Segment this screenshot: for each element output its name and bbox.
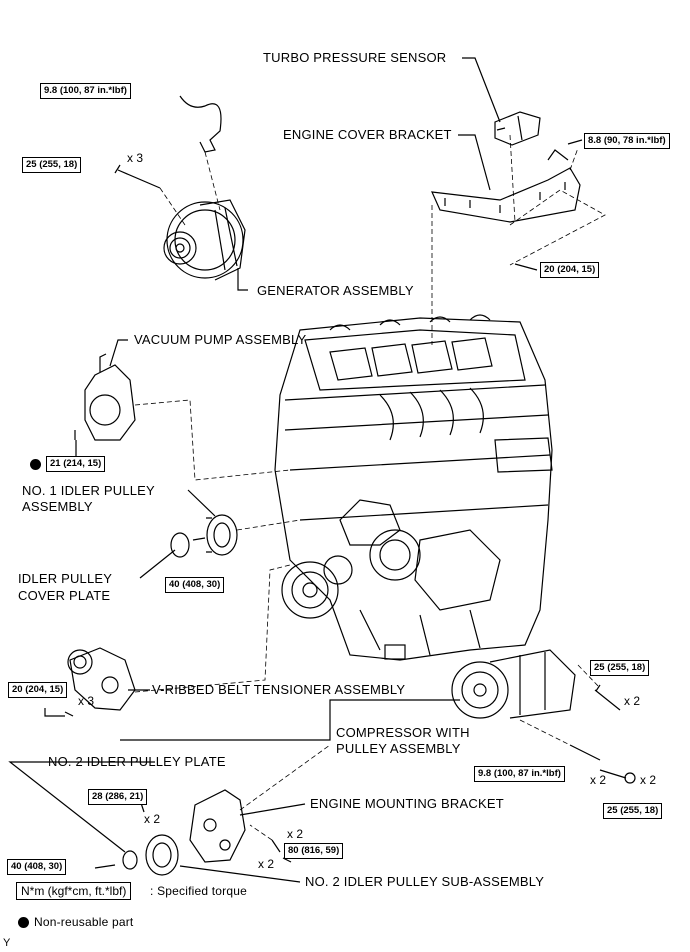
multiplier-compressor-nuts: x 2: [640, 773, 657, 787]
engine-block-illustration: [274, 314, 553, 661]
tensioner-illustration: [67, 647, 136, 711]
turbo-pressure-sensor-illustration: [494, 111, 541, 146]
label-no1-idler-pulley-assembly: ASSEMBLY: [22, 499, 93, 514]
nonreusable-marker-vacuum: [30, 459, 41, 470]
torque-box-9-8-compressor: 9.8 (100, 87 in.*lbf): [474, 766, 565, 782]
multiplier-mount-80b: x 2: [258, 857, 275, 871]
compressor-bolt-illustration: [594, 684, 621, 711]
generator-wiring-illustration: [179, 95, 222, 153]
torque-box-25-compressor: 25 (255, 18): [590, 660, 650, 676]
no2-idler-plate-illustration: [122, 850, 138, 870]
label-compressor-with: COMPRESSOR WITH: [336, 725, 470, 740]
torque-box-80: 80 (816, 59): [284, 843, 344, 859]
label-no1-idler-pulley: NO. 1 IDLER PULLEY: [22, 483, 155, 498]
generator-illustration: [163, 199, 246, 281]
label-no2-idler-pulley-sub-assembly: NO. 2 IDLER PULLEY SUB-ASSEMBLY: [305, 874, 545, 889]
idler-bolt-illustration: [192, 537, 206, 541]
vacuum-pump-illustration: [84, 353, 136, 441]
legend-nonreusable-text: Non-reusable part: [34, 915, 134, 929]
compressor-illustration: [451, 649, 576, 719]
multiplier-compressor-bolts: x 2: [624, 694, 641, 708]
footer-mark: Y: [3, 937, 11, 949]
label-no2-idler-pulley-plate: NO. 2 IDLER PULLEY PLATE: [48, 754, 226, 769]
mounting-bracket-illustration: [189, 789, 246, 863]
engine-cover-bracket-illustration: [431, 149, 581, 223]
torque-box-40-idler: 40 (408, 30): [165, 577, 225, 593]
torque-box-8-8: 8.8 (90, 78 in.*lbf): [584, 133, 670, 149]
legend-nonreusable-dot: [18, 917, 29, 928]
idler-cover-plate-illustration: [170, 532, 190, 558]
label-turbo-pressure-sensor: TURBO PRESSURE SENSOR: [263, 50, 447, 65]
no1-idler-pulley-illustration: [206, 514, 238, 556]
label-compressor-pulley-assembly: PULLEY ASSEMBLY: [336, 741, 461, 756]
multiplier-tensioner-bolts: x 3: [78, 694, 95, 708]
torque-box-20-cover: 20 (204, 15): [540, 262, 600, 278]
torque-box-20-tensioner: 20 (204, 15): [8, 682, 68, 698]
plate-bolt-illustration: [94, 864, 116, 869]
torque-box-9-8-top: 9.8 (100, 87 in.*lbf): [40, 83, 131, 99]
multiplier-generator-bolts: x 3: [127, 151, 144, 165]
legend-torque-box: N*m (kgf*cm, ft.*lbf): [16, 882, 132, 900]
label-engine-cover-bracket: ENGINE COVER BRACKET: [283, 127, 452, 142]
torque-box-25-nut: 25 (255, 18): [603, 803, 663, 819]
label-vacuum-pump-assembly: VACUUM PUMP ASSEMBLY: [134, 332, 307, 347]
label-generator-assembly: GENERATOR ASSEMBLY: [257, 283, 414, 298]
torque-box-28: 28 (286, 21): [88, 789, 148, 805]
compressor-stud-illustration: [569, 744, 601, 761]
multiplier-mount-80a: x 2: [287, 827, 304, 841]
torque-box-21-vacuum: 21 (214, 15): [46, 456, 106, 472]
label-v-ribbed-belt-tensioner: V-RIBBED BELT TENSIONER ASSEMBLY: [152, 682, 406, 697]
label-engine-mounting-bracket: ENGINE MOUNTING BRACKET: [310, 796, 504, 811]
tensioner-bolt-illustration: [64, 711, 74, 717]
multiplier-compressor-studs: x 2: [590, 773, 607, 787]
label-idler-pulley-cover: IDLER PULLEY: [18, 571, 113, 586]
legend-specified-torque-text: : Specified torque: [150, 884, 247, 898]
generator-bolt-illustration: [114, 164, 161, 189]
label-idler-pulley-cover-plate: COVER PLATE: [18, 588, 111, 603]
torque-box-40-plate: 40 (408, 30): [7, 859, 67, 875]
torque-box-25-generator: 25 (255, 18): [22, 157, 82, 173]
compressor-nut-illustration: [624, 772, 636, 784]
no2-idler-pulley-illustration: [145, 834, 179, 876]
multiplier-mount-28: x 2: [144, 812, 161, 826]
